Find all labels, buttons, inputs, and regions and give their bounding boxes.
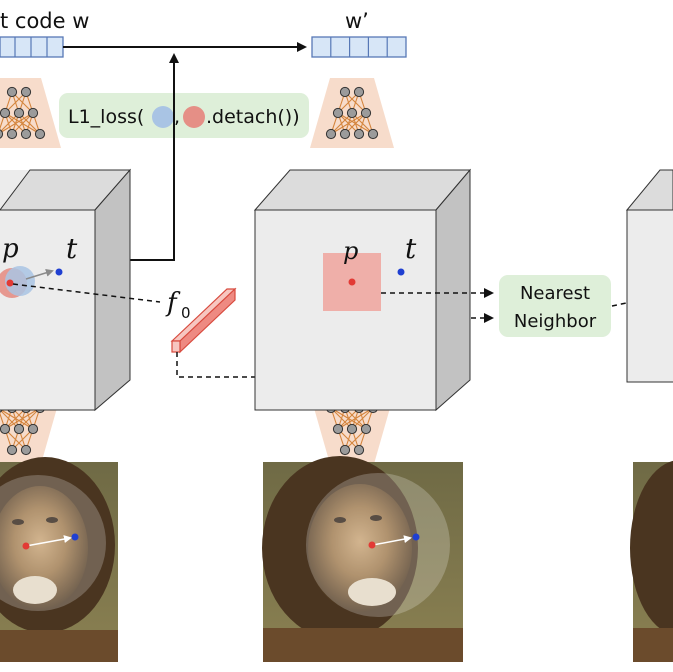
lion-target-middle	[412, 533, 420, 541]
handle-point-left	[6, 279, 14, 287]
latent-code-w	[0, 36, 64, 58]
nn-line-2: Neighbor	[514, 311, 597, 332]
latent-code-w-prime	[311, 36, 407, 58]
feature-sample-line	[12, 283, 161, 303]
loss-prefix: L1_loss(	[68, 106, 144, 128]
target-point-middle	[397, 268, 405, 276]
lion-image-right	[630, 460, 673, 662]
lion-image-left	[0, 457, 118, 662]
generator-network-top-middle	[310, 78, 394, 148]
nn-line-1: Nearest	[520, 283, 590, 304]
handle-label-middle: p	[343, 237, 358, 265]
feature-cube-middle: p t	[253, 168, 472, 412]
loss-comma: ,	[174, 106, 180, 128]
feature-cube-right	[625, 169, 673, 383]
loss-gradient-arrow	[130, 53, 179, 261]
latent-prime-label: w’	[345, 9, 369, 33]
feature-f0-bar	[170, 287, 237, 354]
target-label-left: t	[66, 232, 78, 265]
loss-suffix: .detach())	[206, 106, 300, 128]
handle-point-middle	[348, 278, 356, 286]
feature-cube-left: p t	[0, 168, 132, 412]
lion-handle-middle	[368, 541, 376, 549]
lion-image-middle	[262, 456, 463, 662]
feature-f0-label: f	[165, 288, 181, 318]
feature-f0-subscript: 0	[181, 304, 191, 322]
l1-loss-box: L1_loss( , .detach())	[59, 93, 309, 138]
feature-dot-current	[152, 106, 174, 128]
handle-label-left: p	[2, 234, 19, 264]
generator-network-top-left	[0, 78, 61, 148]
lion-handle-left	[22, 542, 30, 550]
feature-dot-detached	[183, 106, 205, 128]
latent-code-label: t code w	[0, 9, 89, 33]
target-point-left	[55, 268, 63, 276]
lion-target-left	[71, 533, 79, 541]
target-label-middle: t	[405, 232, 417, 265]
nearest-neighbor-box: Nearest Neighbor	[499, 275, 611, 337]
